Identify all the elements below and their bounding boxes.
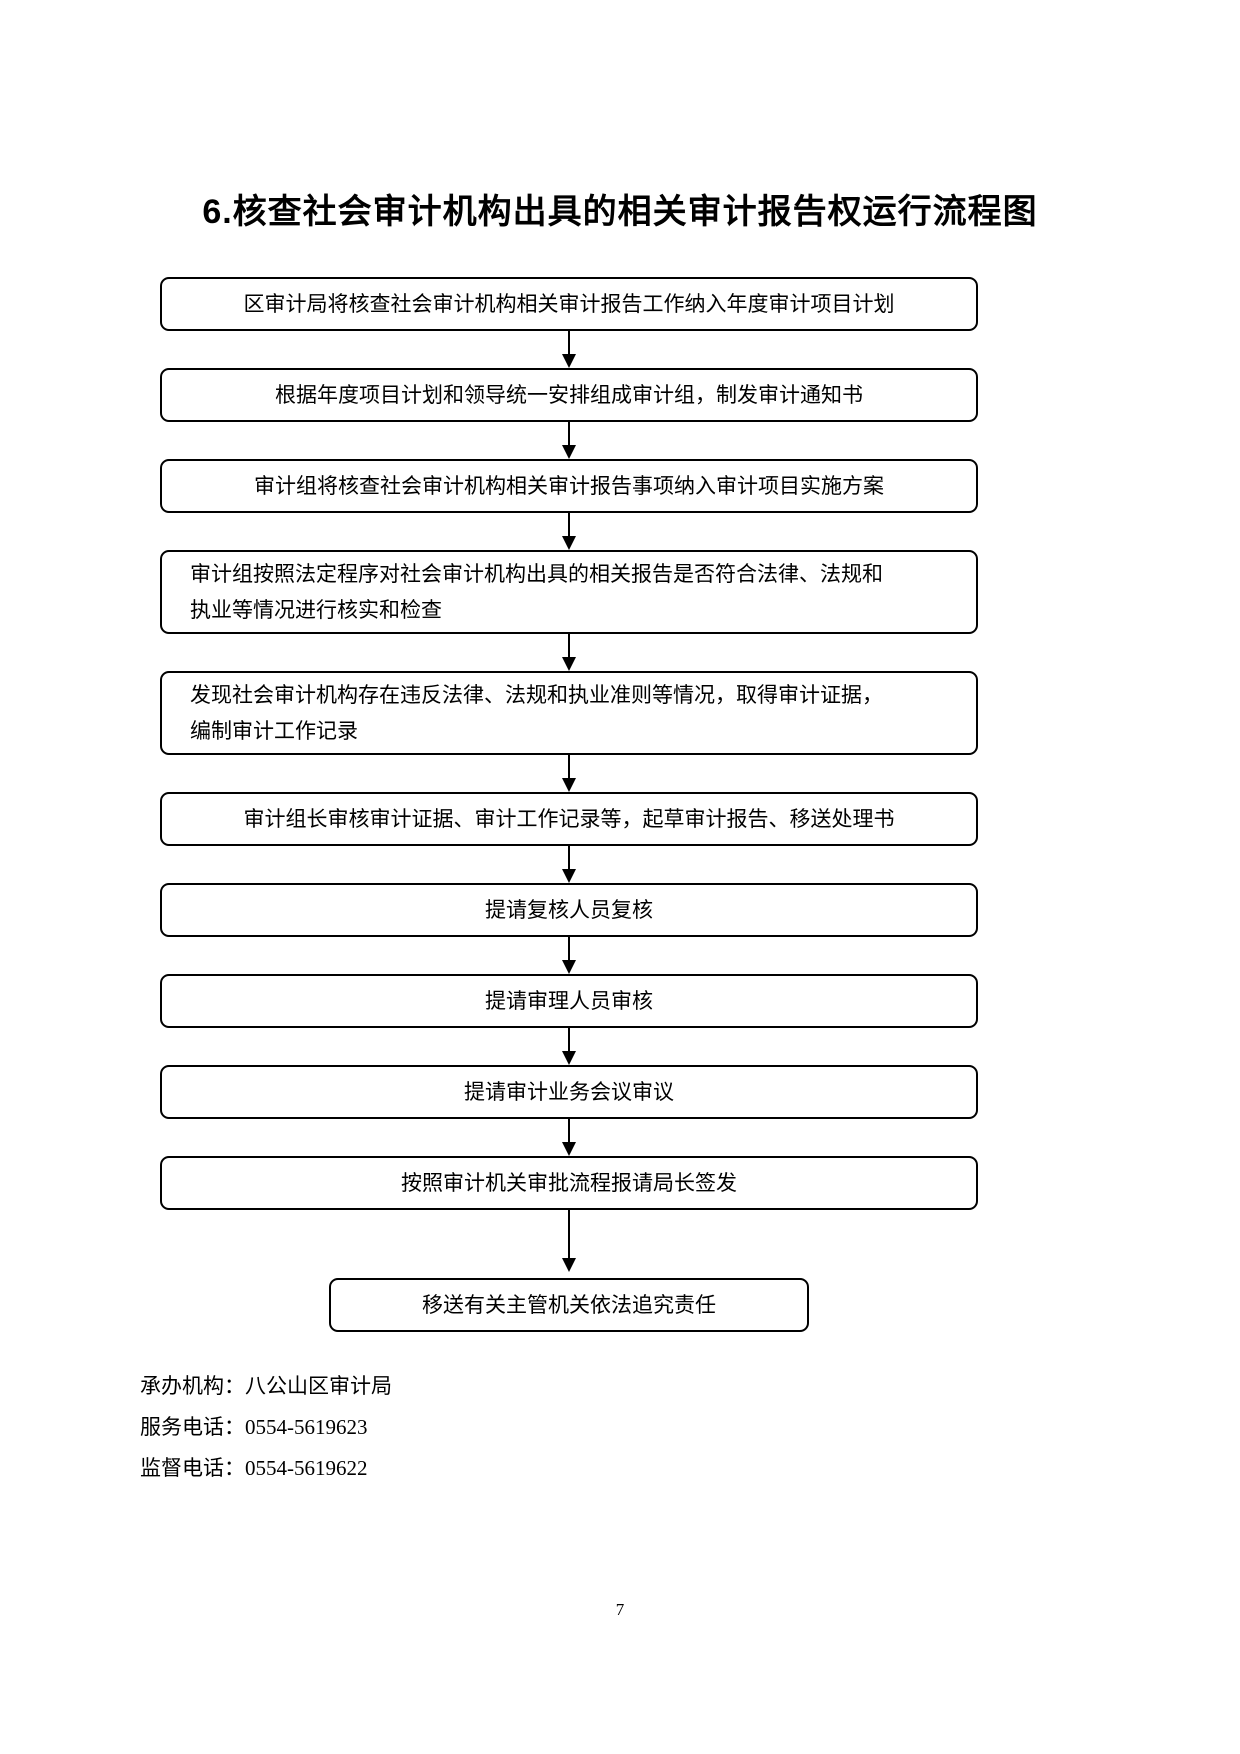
page-number: 7 [615,1600,625,1619]
arrow-line [568,937,570,960]
down-arrow-icon [562,1119,576,1156]
arrow-line [568,331,570,354]
arrow-head [562,1051,576,1065]
arrow-line [568,1210,570,1258]
down-arrow-icon [562,846,576,883]
arrow-line [568,846,570,869]
flow-step-text: 提请审理人员审核 [485,989,653,1013]
flow-step-box: 根据年度项目计划和领导统一安排组成审计组，制发审计通知书 [160,368,978,422]
flowchart: 区审计局将核查社会审计机构相关审计报告工作纳入年度审计项目计划 根据年度项目计划… [160,277,978,1332]
down-arrow-icon [562,1028,576,1065]
flow-step-text: 提请审计业务会议审议 [464,1080,674,1104]
arrow-line [568,1119,570,1142]
arrow-head [562,354,576,368]
arrow-line [568,513,570,536]
arrow-line [568,634,570,657]
arrow-line [568,755,570,778]
flow-step-box: 移送有关主管机关依法追究责任 [329,1278,809,1332]
flow-step-box: 区审计局将核查社会审计机构相关审计报告工作纳入年度审计项目计划 [160,277,978,331]
flow-step-text: 根据年度项目计划和领导统一安排组成审计组，制发审计通知书 [275,383,863,407]
down-arrow-icon [562,513,576,550]
flow-step-box: 提请复核人员复核 [160,883,978,937]
down-arrow-icon [562,634,576,671]
arrow-head [562,657,576,671]
flow-step-box: 提请审理人员审核 [160,974,978,1028]
flow-step-text: 移送有关主管机关依法追究责任 [422,1293,716,1317]
down-arrow-icon [562,331,576,368]
flow-step-box: 发现社会审计机构存在违反法律、法规和执业准则等情况，取得审计证据， 编制审计工作… [160,671,978,755]
footer-block: 承办机构：八公山区审计局 服务电话：0554-5619623 监督电话：0554… [140,1366,392,1489]
footer-supervision-phone: 监督电话：0554-5619622 [140,1456,368,1480]
flow-step-text: 提请复核人员复核 [485,898,653,922]
flow-step-box: 审计组将核查社会审计机构相关审计报告事项纳入审计项目实施方案 [160,459,978,513]
arrow-head [562,869,576,883]
flow-step-box: 提请审计业务会议审议 [160,1065,978,1119]
arrow-line [568,1028,570,1051]
flow-step-box: 审计组按照法定程序对社会审计机构出具的相关报告是否符合法律、法规和 执业等情况进… [160,550,978,634]
footer-agency: 承办机构：八公山区审计局 [140,1374,392,1398]
arrow-head [562,1142,576,1156]
down-arrow-icon [562,422,576,459]
arrow-line [568,422,570,445]
arrow-head [562,1258,576,1272]
flow-step-text: 区审计局将核查社会审计机构相关审计报告工作纳入年度审计项目计划 [243,292,895,316]
flow-step-text: 审计组长审核审计证据、审计工作记录等，起草审计报告、移送处理书 [243,807,895,831]
footer-service-phone: 服务电话：0554-5619623 [140,1415,368,1439]
flow-step-box: 按照审计机关审批流程报请局长签发 [160,1156,978,1210]
flow-step-text: 审计组将核查社会审计机构相关审计报告事项纳入审计项目实施方案 [254,474,884,498]
flow-step-text: 发现社会审计机构存在违反法律、法规和执业准则等情况，取得审计证据， 编制审计工作… [190,683,883,743]
flow-step-text: 按照审计机关审批流程报请局长签发 [401,1171,737,1195]
arrow-head [562,960,576,974]
down-arrow-icon [562,1210,576,1272]
down-arrow-icon [562,755,576,792]
down-arrow-icon [562,937,576,974]
arrow-head [562,445,576,459]
arrow-head [562,536,576,550]
page-title: 6.核查社会审计机构出具的相关审计报告权运行流程图 [202,193,1038,231]
flow-step-text: 审计组按照法定程序对社会审计机构出具的相关报告是否符合法律、法规和 执业等情况进… [190,562,883,622]
arrow-head [562,778,576,792]
flow-step-box: 审计组长审核审计证据、审计工作记录等，起草审计报告、移送处理书 [160,792,978,846]
